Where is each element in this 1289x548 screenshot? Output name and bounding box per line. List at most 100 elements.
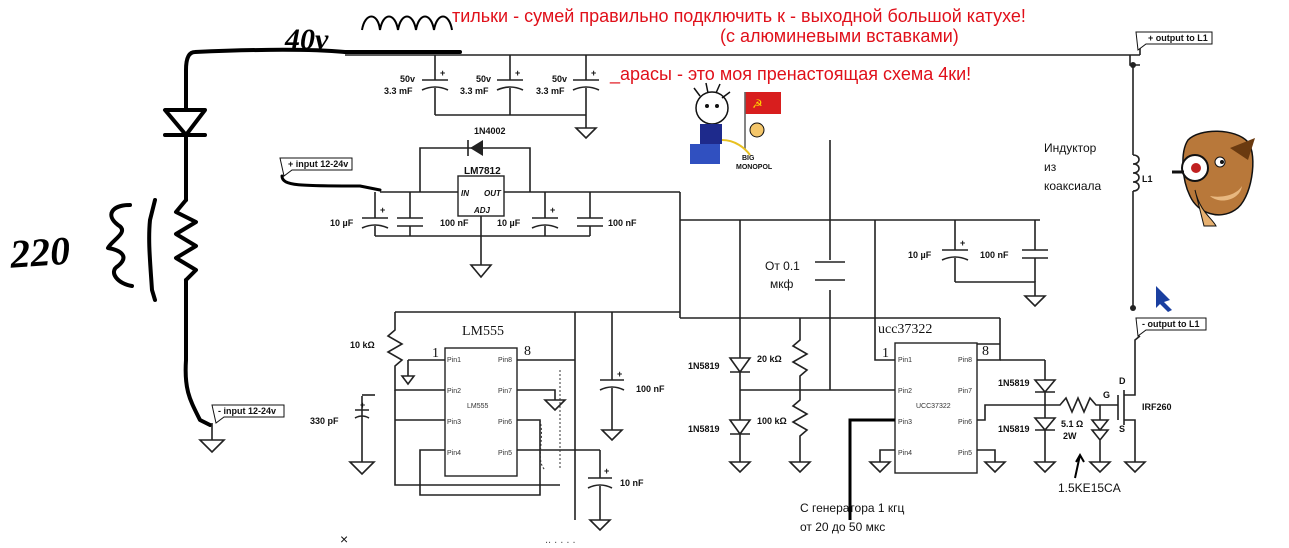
handwritten-mains-section: 40v 220 [8, 15, 462, 427]
handwritten-220: 220 [8, 228, 72, 277]
ucc-pin2: Pin2 [898, 388, 912, 395]
top-capacitor-bank: + + + 50v 3.3 mF 50v 3.3 mF 50v 3.3 mF [384, 55, 600, 140]
handwritten-40v: 40v [284, 23, 329, 56]
ucc-c1-label: 10 µF [908, 250, 932, 260]
lm555-cc-label: 10 nF [620, 478, 644, 488]
cap-note-line1: От 0.1 [765, 259, 800, 273]
lm555-pin3: Pin3 [447, 419, 461, 426]
mid-r1-label: 20 kΩ [757, 354, 782, 364]
mosfet-s: S [1119, 424, 1125, 434]
input-plus-tag: + input 12-24v [279, 157, 382, 192]
reg-c2-label: 100 nF [440, 218, 469, 228]
regulator-section: 1N4002 LM7812 IN OUT ADJ ++ 10 µF 100 nF… [330, 126, 680, 279]
lm555-cb-label: 100 nF [636, 384, 665, 394]
svg-text:+: + [591, 68, 596, 78]
caption-line1: тильки - сумей правильно подключить к - … [452, 6, 1026, 26]
generator-caption-1: С генератора 1 кгц [800, 501, 905, 515]
inductor-caption-2: из [1044, 160, 1057, 174]
ucc-pin3: Pin3 [898, 419, 912, 426]
output-stage: 5.1 Ω 2W 1.5KE15CA G D S IRF260 - output… [1045, 286, 1207, 495]
lm555-pin4: Pin4 [447, 450, 461, 457]
ucc-pin4: Pin4 [898, 450, 912, 457]
output-minus-label: - output to L1 [1142, 319, 1199, 329]
input-minus-tag: - input 12-24v [198, 404, 285, 454]
ucc37322-name: ucc37322 [878, 322, 932, 337]
ucc-pin8: Pin8 [958, 357, 972, 364]
out-rw-label: 2W [1063, 431, 1077, 441]
svg-text:+: + [604, 466, 609, 476]
ucc37322-body [894, 342, 978, 474]
output-plus-tag: + output to L1 [1135, 31, 1213, 51]
svg-text:+: + [960, 238, 965, 248]
ucc-pin7: Pin7 [958, 388, 972, 395]
mid-d2-label: 1N5819 [688, 424, 720, 434]
lm555-pin8: Pin8 [498, 357, 512, 364]
generator-caption-2: от 20 до 50 мкс [800, 520, 885, 534]
cap2-voltage: 50v [476, 74, 491, 84]
out-r-label: 5.1 Ω [1061, 419, 1083, 429]
lm555-pin1-num: 1 [432, 346, 439, 361]
ucc-pin1-num: 1 [882, 346, 889, 361]
top-rail: L1 [345, 41, 1212, 311]
ucc37322-sub: UCC37322 [916, 403, 951, 410]
mid-divider-section: 1N5819 1N5819 20 kΩ 100 kΩ [688, 318, 880, 474]
lm555-r-label: 10 kΩ [350, 340, 375, 350]
ucc-pin8-num: 8 [982, 344, 989, 359]
lm555-pin7: Pin7 [498, 388, 512, 395]
svg-text:+: + [550, 205, 555, 215]
input-plus-label: + input 12-24v [288, 159, 348, 169]
lm555-ct-label: 330 pF [310, 416, 339, 426]
caption-line3: _арасы - это моя пренастоящая схема 4ки! [609, 64, 971, 85]
out-d1-label: 1N5819 [998, 378, 1030, 388]
lm7812-in: IN [461, 189, 469, 198]
cap2-value: 3.3 mF [460, 86, 489, 96]
svg-text:+: + [440, 68, 445, 78]
lm7812-adj: ADJ [473, 206, 491, 215]
svg-text:+: + [617, 369, 622, 379]
ucc-pin1: Pin1 [898, 357, 912, 364]
lm555-body [444, 347, 518, 477]
lm7812-body [457, 175, 505, 217]
cap-note-line2: мкф [770, 277, 794, 291]
diode-1n4002: 1N4002 [474, 126, 506, 136]
mosfet-d: D [1119, 376, 1126, 386]
svg-text:×: × [340, 531, 348, 547]
inductor-caption-3: коаксиала [1044, 179, 1101, 193]
cap3-voltage: 50v [552, 74, 567, 84]
lm555-pin1: Pin1 [447, 357, 461, 364]
detective-cartoon [1172, 130, 1255, 227]
big-monopol-mascot: ☭ BIG MONOPOL [690, 82, 781, 171]
ucc37322-section: ucc37322 UCC37322 1 8 Pin1 Pin2 Pin3 Pin… [848, 318, 1057, 520]
lm555-pin8-num: 8 [524, 344, 531, 359]
svg-text:+: + [380, 205, 385, 215]
inductor-label: L1 [1142, 174, 1153, 184]
svg-text:.. . . . .: .. . . . . [545, 534, 576, 546]
mosfet-g: G [1103, 390, 1110, 400]
mosfet-label: IRF260 [1142, 402, 1172, 412]
mascot-monopol: MONOPOL [736, 164, 773, 171]
lm555-sub: LM555 [467, 403, 489, 410]
out-d2-label: 1N5819 [998, 424, 1030, 434]
tvs-label: 1.5KE15CA [1058, 481, 1121, 495]
cap1-voltage: 50v [400, 74, 415, 84]
lm555-pin5: Pin5 [498, 450, 512, 457]
ucc-c2-label: 100 nF [980, 250, 1009, 260]
reg-c4-label: 100 nF [608, 218, 637, 228]
lm7812-name: LM7812 [464, 166, 501, 177]
mid-r2-label: 100 kΩ [757, 416, 787, 426]
output-plus-label: + output to L1 [1148, 33, 1208, 43]
caption-line2: (с алюминевыми вставками) [720, 26, 959, 46]
reg-c1-label: 10 µF [330, 218, 354, 228]
svg-text:+: + [515, 68, 520, 78]
lm555-section: LM555 LM555 1 8 Pin1 Pin2 Pin3 Pin4 Pin8… [310, 312, 665, 532]
ucc-pin5: Pin5 [958, 450, 972, 457]
ucc-supply-caps: + 10 µF 100 nF [908, 220, 1048, 308]
cap3-value: 3.3 mF [536, 86, 565, 96]
cap1-value: 3.3 mF [384, 86, 413, 96]
input-minus-label: - input 12-24v [218, 406, 276, 416]
lm555-pin2: Pin2 [447, 388, 461, 395]
lm555-name: LM555 [462, 324, 504, 339]
main-bus: От 0.1 мкф [395, 140, 1040, 390]
reg-c3-label: 10 µF [497, 218, 521, 228]
